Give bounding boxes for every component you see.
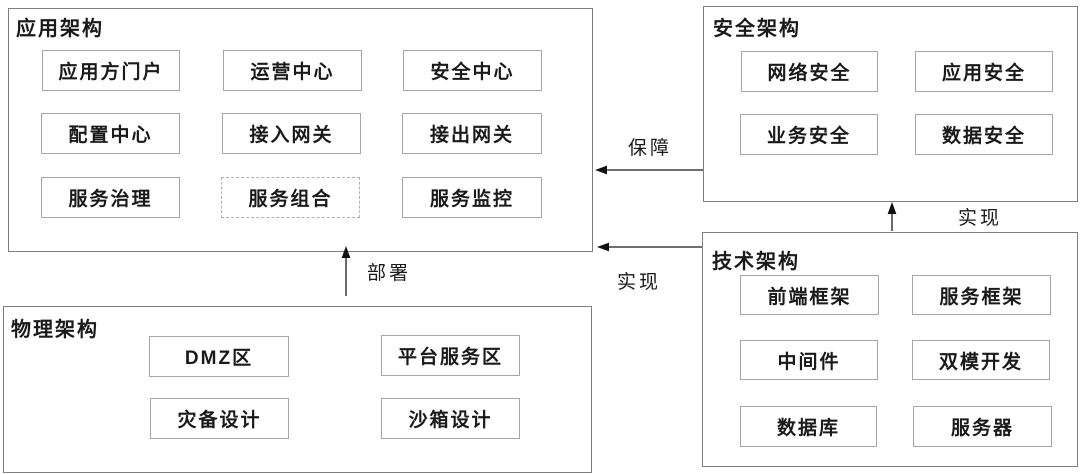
box-middleware: 中间件 — [740, 340, 878, 380]
box-data-security: 数据安全 — [915, 114, 1053, 155]
panel-title-physical: 物理架构 — [11, 319, 99, 341]
box-server: 服务器 — [913, 406, 1052, 447]
box-outbound-gateway: 接出网关 — [402, 113, 542, 154]
panel-title-application: 应用架构 — [16, 18, 104, 40]
box-dmz-zone: DMZ区 — [149, 336, 289, 377]
arrow-label-realize-application: 实现 — [617, 272, 662, 293]
box-application-portal: 应用方门户 — [42, 50, 180, 91]
arrow-label-deploy: 部署 — [367, 263, 412, 284]
box-network-security: 网络安全 — [741, 51, 878, 92]
deploy-arrow — [341, 246, 351, 296]
box-database: 数据库 — [740, 406, 877, 447]
box-business-security: 业务安全 — [740, 114, 878, 155]
box-service-framework: 服务框架 — [912, 275, 1051, 315]
box-disaster-recovery-design: 灾备设计 — [150, 398, 289, 439]
box-service-composition: 服务组合 — [221, 177, 360, 218]
box-security-center: 安全中心 — [403, 50, 542, 91]
box-dual-mode-development: 双模开发 — [912, 340, 1050, 380]
realize-arrow-to-security — [887, 202, 897, 231]
box-platform-service-zone: 平台服务区 — [381, 335, 520, 376]
panel-title-security: 安全架构 — [713, 18, 801, 40]
box-operation-center: 运营中心 — [223, 50, 362, 91]
box-config-center: 配置中心 — [41, 113, 180, 154]
panel-security-architecture — [703, 6, 1078, 202]
realize-arrow-to-application — [597, 242, 702, 252]
panel-title-technology: 技术架构 — [712, 251, 800, 273]
box-service-monitoring: 服务监控 — [402, 177, 542, 218]
arrow-label-realize-security: 实现 — [958, 208, 1003, 229]
box-sandbox-design: 沙箱设计 — [381, 398, 520, 439]
box-inbound-gateway: 接入网关 — [222, 113, 361, 154]
box-service-governance: 服务治理 — [41, 177, 180, 218]
guarantee-arrow — [595, 165, 703, 175]
panel-physical-architecture — [3, 306, 592, 473]
box-application-security: 应用安全 — [915, 51, 1053, 92]
arrow-label-guarantee: 保障 — [628, 138, 673, 159]
box-frontend-framework: 前端框架 — [740, 275, 879, 315]
